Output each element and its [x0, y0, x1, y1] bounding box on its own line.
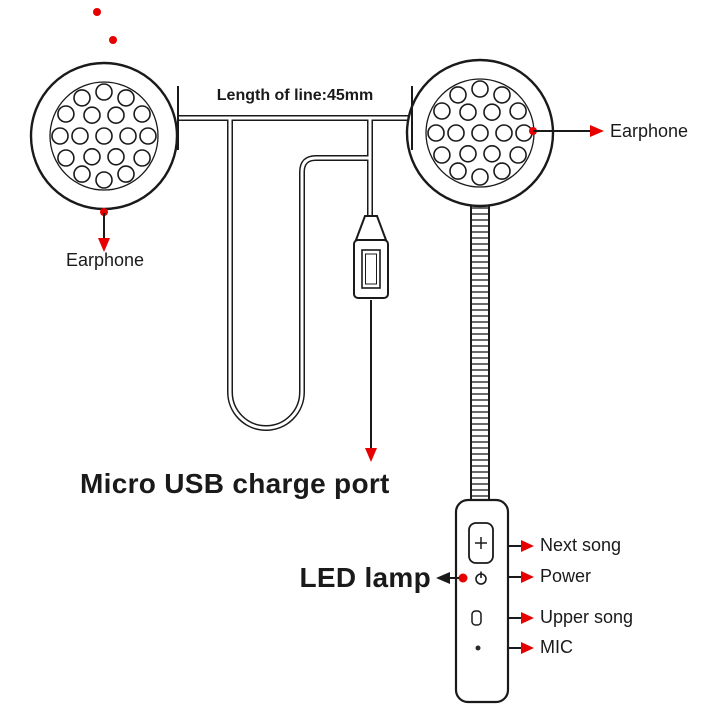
left-earphone-label: Earphone [66, 250, 145, 270]
right-earphone-label: Earphone [610, 121, 689, 141]
left-earphone-arrow-icon [98, 208, 110, 252]
next-song-arrow-icon [509, 540, 534, 552]
usb-charge-port-label: Micro USB charge port [80, 468, 390, 499]
gooseneck-tube [470, 203, 490, 503]
power-arrow-icon [509, 571, 534, 583]
right-earphone-arrow-icon [529, 125, 604, 137]
left-earphone-speaker [29, 61, 179, 211]
upper-song-label: Upper song [540, 607, 634, 627]
led-lamp-label: LED lamp [299, 562, 431, 593]
mic-label: MIC [540, 637, 573, 657]
power-icon [475, 571, 487, 585]
earphone-cable [178, 115, 412, 431]
led-dot [458, 573, 468, 583]
mic-arrow-icon [509, 642, 534, 654]
upper-song-button [471, 610, 482, 626]
usb-connector [353, 215, 389, 299]
mic-dot [475, 645, 481, 651]
power-label: Power [540, 566, 592, 586]
dimension-marks [177, 86, 413, 150]
next-song-label: Next song [540, 535, 622, 555]
led-lamp-arrow-icon [436, 572, 459, 584]
usb-arrow-icon [365, 300, 377, 462]
dimension-label: Length of line:45mm [216, 87, 374, 104]
upper-song-arrow-icon [509, 612, 534, 624]
marker-dots [93, 8, 117, 44]
next-song-button [468, 522, 494, 564]
